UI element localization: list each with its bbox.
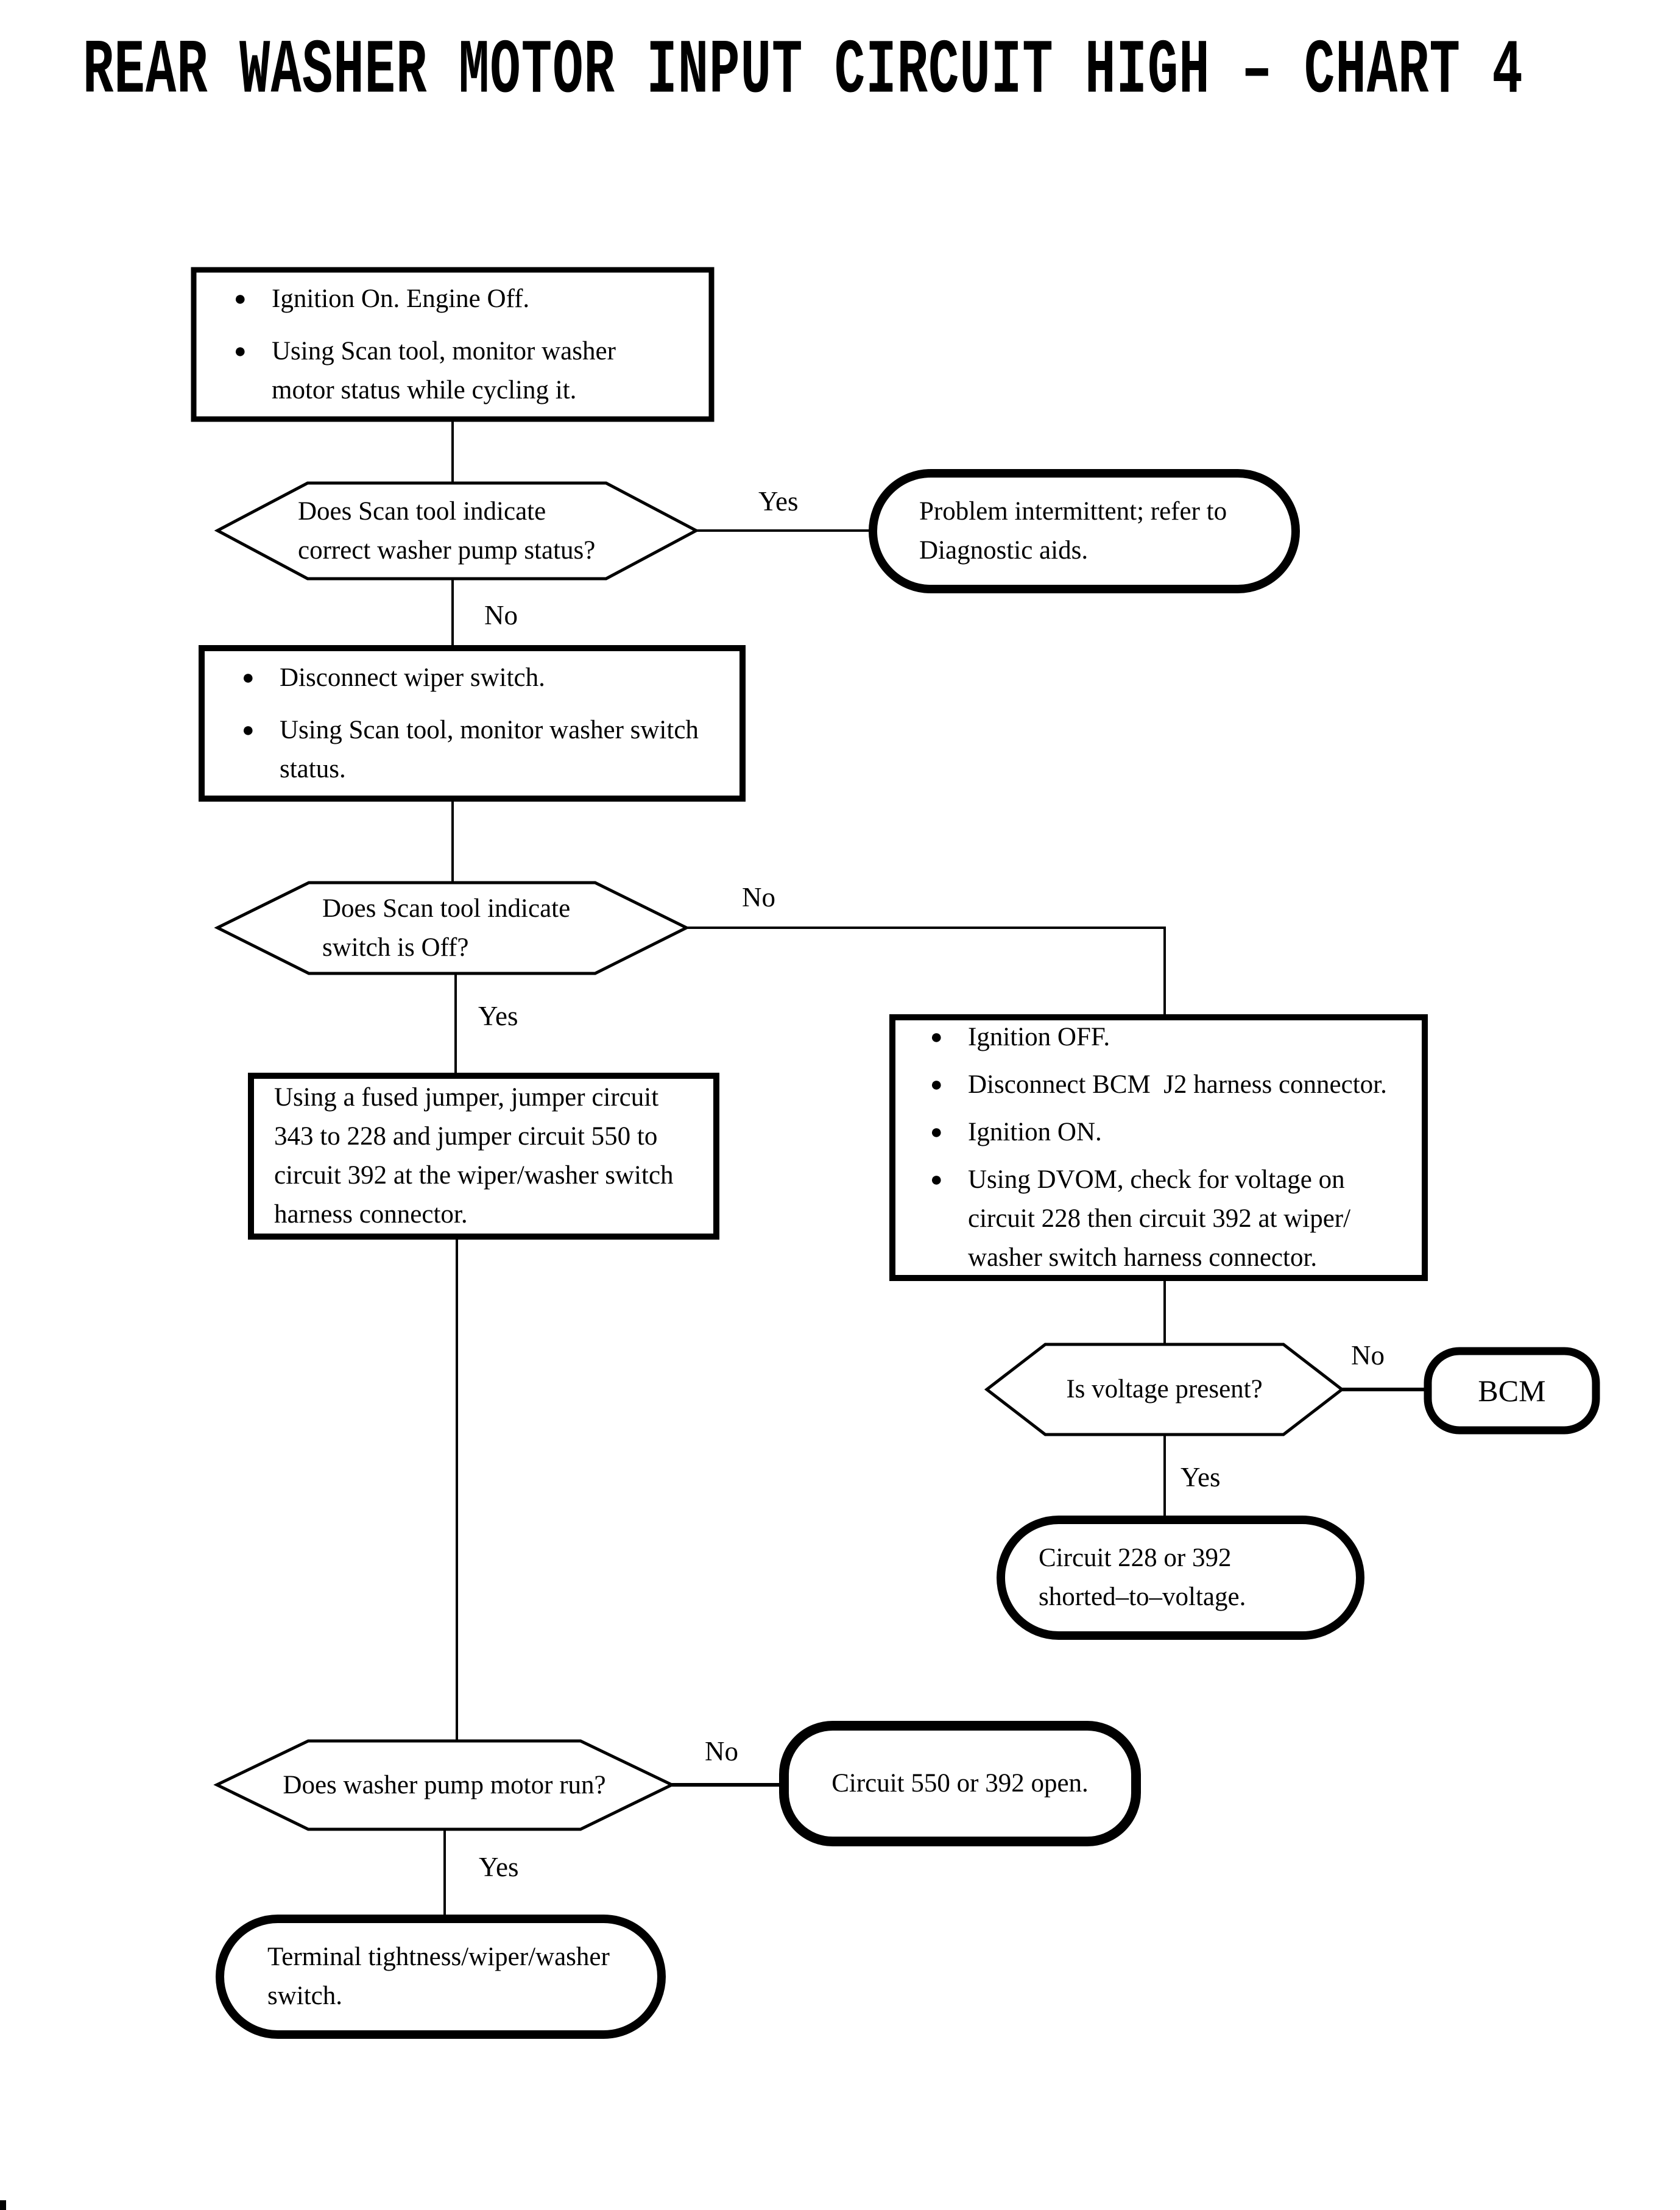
list-item: ● Ignition ON. — [930, 1113, 1425, 1152]
bullet-icon: ● — [930, 1121, 943, 1143]
list-item: ● Using Scan tool, monitor washer motor … — [234, 332, 711, 410]
decision-motor-run-shape — [213, 1739, 676, 1831]
bullet-icon: ● — [930, 1168, 943, 1191]
process-disconnect-wiper-shape — [199, 645, 746, 802]
decision-voltage-present-shape — [984, 1343, 1345, 1436]
terminal-bcm-shape — [1424, 1347, 1600, 1435]
bullet-icon: ● — [234, 287, 247, 310]
yes-label-switch-off: Yes — [478, 1001, 518, 1031]
bullet-icon: ● — [242, 666, 255, 689]
decision-voltage-present-text: Is voltage present? — [1066, 1375, 1263, 1403]
no-label-switch-off: No — [742, 882, 775, 913]
no-label-pump-status: No — [484, 600, 518, 630]
page-title: REAR WASHER MOTOR INPUT CIRCUIT HIGH – C… — [83, 29, 1523, 116]
list-item: ● Disconnect wiper switch. — [242, 658, 743, 697]
process-fused-jumper-shape — [248, 1073, 719, 1240]
list-item: ● Ignition On. Engine Off. — [234, 280, 711, 319]
terminal-open-circuit-shape — [779, 1721, 1141, 1846]
no-label-voltage-present: No — [1351, 1340, 1385, 1371]
process-check-voltage-shape — [889, 1014, 1428, 1281]
terminal-intermittent-shape — [869, 469, 1300, 593]
process-fused-jumper-text: Using a fused jumper, jumper circuit 343… — [274, 1083, 674, 1229]
decision-switch-off-text: Does Scan tool indicate switch is Off? — [322, 894, 571, 962]
list-item: ● Using DVOM, check for voltage on circu… — [930, 1160, 1425, 1277]
list-item: ● Disconnect BCM J2 harness connector. — [930, 1065, 1425, 1104]
page-corner-mark — [0, 2200, 6, 2210]
connector-switch-off-no — [686, 927, 1166, 1017]
decision-pump-status-text: Does Scan tool indicate correct washer p… — [298, 496, 596, 565]
bullet-icon: ● — [242, 718, 255, 741]
terminal-tightness-shape — [216, 1915, 666, 2039]
yes-label-motor-run: Yes — [479, 1852, 519, 1882]
list-item: ● Using Scan tool, monitor washer switch… — [242, 711, 743, 789]
start-box-text: ● Ignition On. Engine Off. ● Using Scan … — [194, 270, 711, 419]
bullet-icon: ● — [930, 1026, 943, 1048]
terminal-intermittent-text: Problem intermittent; refer to Diagnosti… — [919, 497, 1227, 565]
bullet-icon: ● — [234, 339, 247, 362]
decision-switch-off-shape — [214, 881, 690, 975]
list-item: ● Ignition OFF. — [930, 1018, 1425, 1057]
decision-motor-run-text: Does washer pump motor run? — [283, 1770, 606, 1799]
terminal-shorted-to-voltage-shape — [997, 1516, 1364, 1640]
terminal-open-circuit-text: Circuit 550 or 392 open. — [831, 1769, 1089, 1798]
no-label-motor-run: No — [705, 1736, 738, 1767]
terminal-tightness-text: Terminal tightness/wiper/washer switch. — [267, 1943, 610, 2010]
start-box-shape — [191, 267, 715, 422]
process-disconnect-wiper-text: ● Disconnect wiper switch. ● Using Scan … — [202, 648, 743, 799]
terminal-shorted-to-voltage-text: Circuit 228 or 392 shorted–to–voltage. — [1039, 1544, 1246, 1611]
yes-label-pump-status: Yes — [758, 486, 799, 517]
process-check-voltage-text: ● Ignition OFF. ● Disconnect BCM J2 harn… — [892, 1017, 1425, 1278]
bullet-icon: ● — [930, 1073, 943, 1096]
decision-pump-status-shape — [214, 481, 700, 581]
terminal-bcm-text: BCM — [1478, 1374, 1546, 1408]
yes-label-voltage-present: Yes — [1181, 1462, 1221, 1492]
